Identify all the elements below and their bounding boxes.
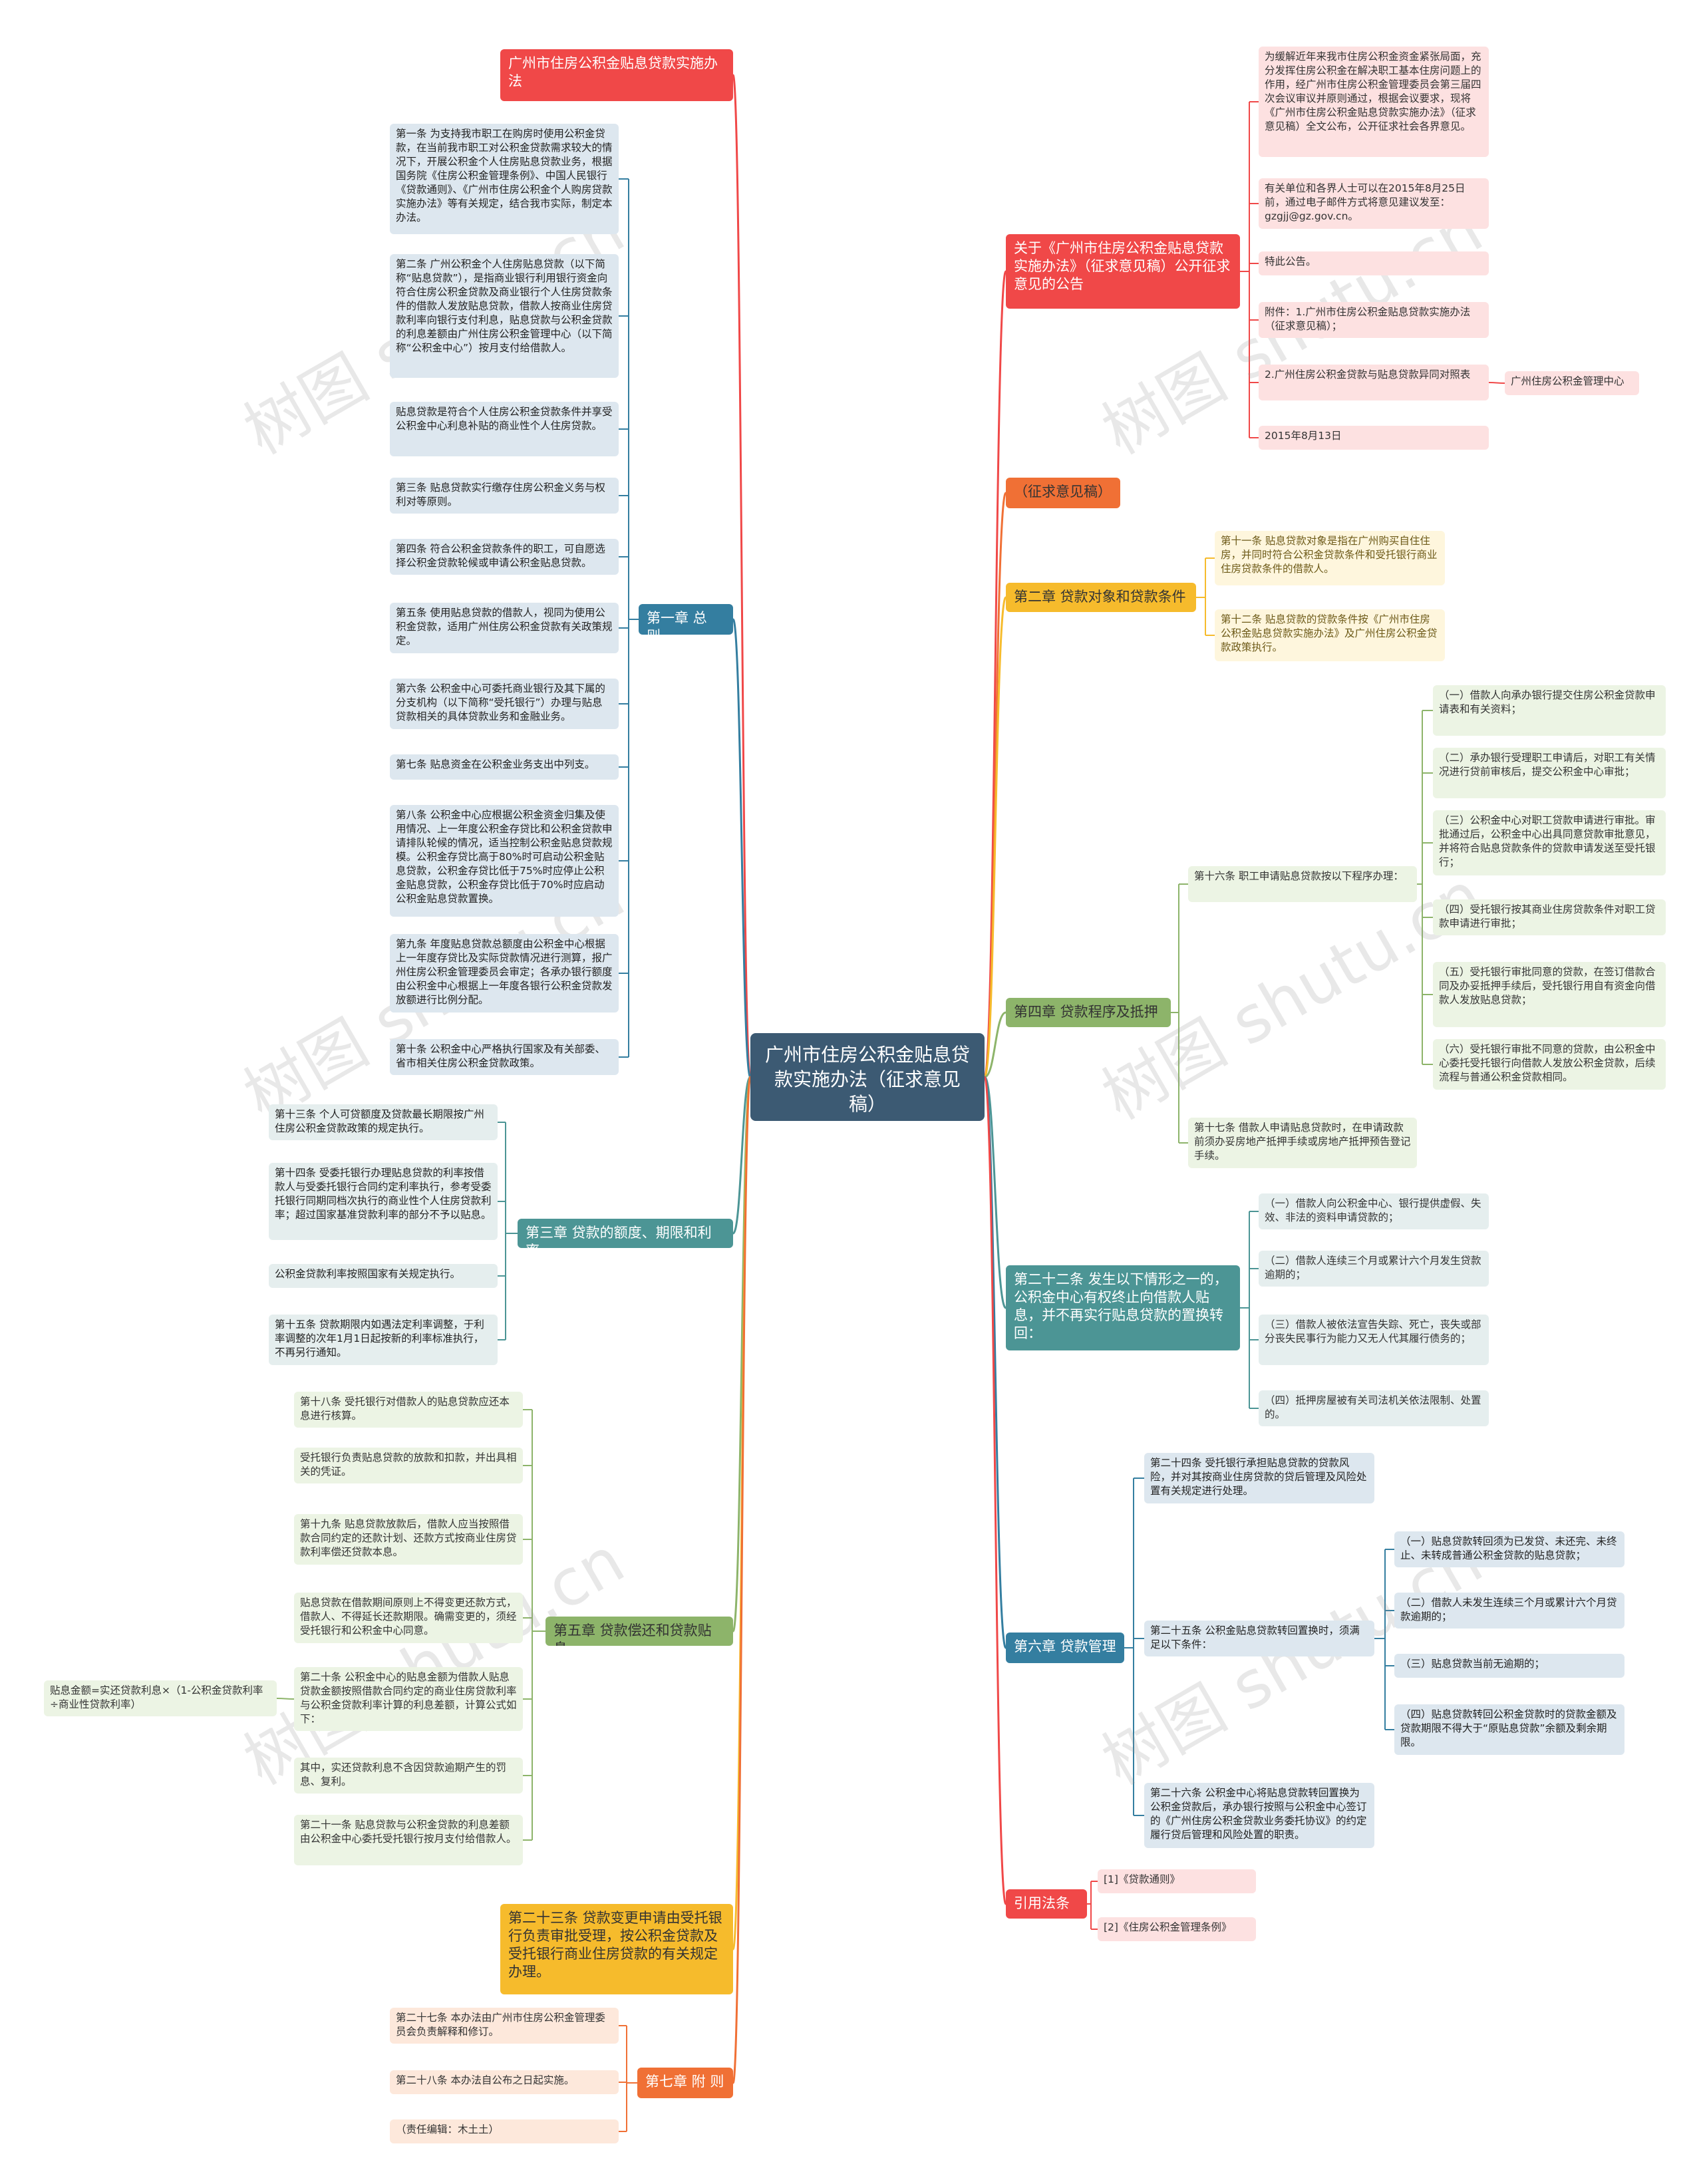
leaf-node: 第二十八条 本办法自公布之日起实施。 — [390, 2070, 619, 2094]
leaf-node: 为缓解近年来我市住房公积金资金紧张局面，充分发挥住房公积金在解决职工基本住房问题… — [1259, 47, 1489, 157]
leaf-node: 特此公告。 — [1259, 251, 1489, 275]
leaf-node: 第九条 年度贴息贷款总额度由公积金中心根据上一年度存贷比及实际贷款情况进行测算，… — [390, 934, 619, 1013]
leaf-node: （三）公积金中心对职工贷款申请进行审批。审批通过后，公积金中心出具同意贷款审批意… — [1433, 810, 1666, 875]
leaf-node: （四）贴息贷款转回公积金贷款时的贷款金额及贷款期限不得大于“原贴息贷款”余额及剩… — [1394, 1704, 1625, 1755]
leaf-node: 贴息贷款在借款期间原则上不得变更还款方式，借款人、不得延长还款期限。确需变更的，… — [294, 1593, 523, 1643]
leaf-node: 第十九条 贴息贷款放款后，借款人应当按照借款合同约定的还款计划、还款方式按商业住… — [294, 1514, 523, 1565]
leaf-node: （四）受托银行按其商业住房贷款条件对职工贷款申请进行审批； — [1433, 899, 1666, 935]
article-22-node[interactable]: 第二十二条 发生以下情形之一的，公积金中心有权终止向借款人贴息，并不再实行贴息贷… — [1006, 1265, 1240, 1350]
chapter-2-node[interactable]: 第二章 贷款对象和贷款条件 — [1006, 583, 1196, 612]
leaf-node: 有关单位和各界人士可以在2015年8月25日前，通过电子邮件方式将意见建议发至：… — [1259, 178, 1489, 229]
connector-line — [732, 1076, 752, 1235]
chapter-title-node[interactable]: 广州市住房公积金贴息贷款实施办法 — [500, 49, 733, 101]
leaf-node: 第十二条 贴息贷款的贷款条件按《广州市住房公积金贴息贷款实施办法》及广州住房公积… — [1215, 609, 1445, 661]
leaf-node: 第二十七条 本办法由广州市住房公积金管理委员会负责解释和修订。 — [390, 2008, 619, 2044]
root-node[interactable]: 广州市住房公积金贴息贷款实施办法（征求意见稿） — [750, 1033, 985, 1121]
leaf-node: 第八条 公积金中心应根据公积金资金归集及使用情况、上一年度公积金存贷比和公积金贷… — [390, 805, 619, 917]
leaf-node: 第七条 贴息资金在公积金业务支出中列支。 — [390, 754, 619, 780]
leaf-node: 第十一条 贴息贷款对象是指在广州购买自住住房，并同时符合公积金贷款条件和受托银行… — [1215, 531, 1445, 585]
leaf-node: （三）借款人被依法宣告失踪、死亡，丧失或部分丧失民事行为能力又无人代其履行债务的… — [1259, 1315, 1489, 1365]
leaf-node: 第二十一条 贴息贷款与公积金贷款的利息差额由公积金中心委托受托银行按月支付给借款… — [294, 1815, 523, 1865]
connector-line — [984, 1011, 1006, 1078]
article-26-node: 第二十六条 公积金中心将贴息贷款转回置换为公积金贷款后，承办银行按照与公积金中心… — [1144, 1783, 1374, 1848]
connector-line — [983, 1076, 1007, 1309]
leaf-node: 2.广州住房公积金贷款与贴息贷款异同对照表 — [1259, 365, 1489, 400]
article-25-node: 第二十五条 公积金贴息贷款转回置换时，须满足以下条件： — [1144, 1621, 1374, 1656]
leaf-node: 第二条 广州公积金个人住房贴息贷款（以下简称“贴息贷款”），是指商业银行利用银行… — [390, 254, 619, 378]
connector-line — [732, 618, 752, 1078]
leaf-node: 附件：1.广州市住房公积金贴息贷款实施办法（征求意见稿）； — [1259, 302, 1489, 338]
chapter-4-node[interactable]: 第四章 贷款程序及抵押 — [1006, 998, 1171, 1027]
connector-line — [983, 492, 1007, 1078]
leaf-node: （四）抵押房屋被有关司法机关依法限制、处置的。 — [1259, 1390, 1489, 1426]
formula-node: 贴息金额=实还贷款利息×（1-公积金贷款利率÷商业性贷款利率） — [44, 1680, 277, 1716]
citations-node[interactable]: 引用法条 — [1006, 1889, 1087, 1919]
leaf-node: 第四条 符合公积金贷款条件的职工，可自愿选择公积金贷款轮候或申请公积金贴息贷款。 — [390, 539, 619, 575]
connector-line — [983, 596, 1007, 1078]
article-23-node[interactable]: 第二十三条 贷款变更申请由受托银行负责审批受理，按公积金贷款及受托银行商业住房贷… — [500, 1904, 733, 1994]
leaf-node: （一）借款人向公积金中心、银行提供虚假、失效、非法的资料申请贷款的； — [1259, 1193, 1489, 1229]
leaf-node: 第六条 公积金中心可委托商业银行及其下属的分支机构（以下简称“受托银行”）办理与… — [390, 679, 619, 729]
article-24-node: 第二十四条 受托银行承担贴息贷款的贷款风险，并对其按商业住房贷款的贷后管理及风险… — [1144, 1453, 1374, 1503]
leaf-node: （责任编辑：木土土） — [390, 2119, 619, 2143]
chapter-6-node[interactable]: 第六章 贷款管理 — [1006, 1633, 1124, 1663]
leaf-node: 第十八条 受托银行对借款人的贴息贷款应还本息进行核算。 — [294, 1392, 523, 1428]
leaf-node: （六）受托银行审批不同意的贷款，由公积金中心委托受托银行向借款人发放公积金贷款，… — [1433, 1039, 1666, 1090]
leaf-node: 第一条 为支持我市职工在购房时使用公积金贷款，在当前我市职工对公积金贷款需求较大… — [390, 124, 619, 234]
connector-line — [276, 1698, 295, 1700]
leaf-node: 第十条 公积金中心严格执行国家及有关部委、省市相关住房公积金贷款政策。 — [390, 1039, 619, 1075]
connector-line — [983, 1076, 1007, 1905]
leaf-node: 第十三条 个人可贷额度及贷款最长期限按广州住房公积金贷款政策的规定执行。 — [269, 1104, 498, 1140]
connector-line — [983, 270, 1007, 1078]
notice-node[interactable]: 关于《广州市住房公积金贴息贷款实施办法》（征求意见稿）公开征求意见的公告 — [1006, 234, 1240, 309]
leaf-node: （三）贴息贷款当前无逾期的； — [1394, 1654, 1625, 1678]
connector-line — [732, 74, 752, 1078]
leaf-node: [1]《贷款通则》 — [1098, 1869, 1256, 1893]
leaf-node: （二）承办银行受理职工申请后，对职工有关情况进行贷前审核后，提交公积金中心审批； — [1433, 748, 1666, 798]
chapter-7-node[interactable]: 第七章 附 则 — [637, 2068, 733, 2098]
notice-sub-node: 广州住房公积金管理中心 — [1505, 371, 1639, 395]
article-17-node: 第十七条 借款人申请贴息贷款时，在申请政款前须办妥房地产抵押手续或房地产抵押预告… — [1188, 1118, 1417, 1168]
leaf-node: （五）受托银行审批同意的贷款，在签订借款合同及办妥抵押手续后，受托银行用自有资金… — [1433, 962, 1666, 1027]
chapter-3-node[interactable]: 第三章 贷款的额度、期限和利率 — [518, 1219, 733, 1248]
leaf-node: 贴息贷款是符合个人住房公积金贷款条件并享受公积金中心利息补贴的商业性个人住房贷款… — [390, 402, 619, 456]
article-16-node: 第十六条 职工申请贴息贷款按以下程序办理： — [1188, 866, 1417, 902]
leaf-node: （一）借款人向承办银行提交住房公积金贷款申请表和有关资料； — [1433, 685, 1666, 736]
leaf-node: （一）贴息贷款转回须为已发贷、未还完、未终止、未转成普通公积金贷款的贴息贷款； — [1394, 1531, 1625, 1567]
leaf-node: 第五条 使用贴息贷款的借款人，视同为使用公积金贷款，适用广州住房公积金贷款有关政… — [390, 603, 619, 653]
connector-line — [732, 1076, 752, 2084]
leaf-node: （二）借款人连续三个月或累计六个月发生贷款逾期的； — [1259, 1251, 1489, 1287]
leaf-node: （二）借款人未发生连续三个月或累计六个月贷款逾期的； — [1394, 1593, 1625, 1629]
draft-node[interactable]: （征求意见稿） — [1006, 478, 1120, 508]
chapter-5-node[interactable]: 第五章 贷款偿还和贷款贴息 — [545, 1617, 733, 1646]
leaf-node: 第三条 贴息贷款实行缴存住房公积金义务与权利对等原则。 — [390, 478, 619, 514]
leaf-node: 第二十条 公积金中心的贴息金额为借款人贴息贷款金额按照借款合同约定的商业住房贷款… — [294, 1667, 523, 1731]
leaf-node: 第十四条 受委托银行办理贴息贷款的利率按借款人与受委托银行合同约定利率执行，参考… — [269, 1163, 498, 1240]
leaf-node: 2015年8月13日 — [1259, 426, 1489, 450]
leaf-node: 第十五条 贷款期限内如遇法定利率调整，于利率调整的次年1月1日起按新的利率标准执… — [269, 1315, 498, 1365]
leaf-node: 其中，实还贷款利息不含因贷款逾期产生的罚息、复利。 — [294, 1758, 523, 1794]
leaf-node: 受托银行负责贴息贷款的放款和扣款，并出具相关的凭证。 — [294, 1448, 523, 1483]
leaf-node: [2]《住房公积金管理条例》 — [1098, 1917, 1256, 1941]
leaf-node: 公积金贷款利率按照国家有关规定执行。 — [269, 1264, 498, 1288]
chapter-1-node[interactable]: 第一章 总 则 — [639, 604, 733, 635]
